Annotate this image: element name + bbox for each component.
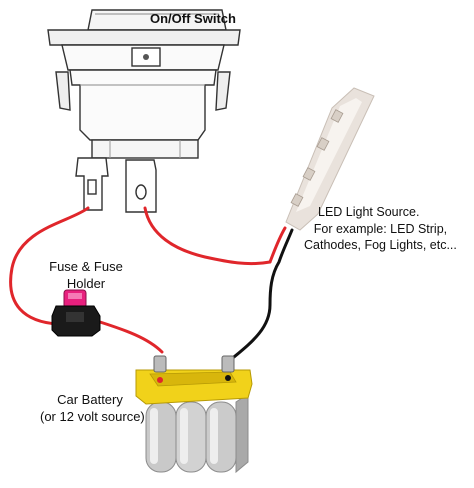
on-off-switch xyxy=(47,9,241,213)
car-battery xyxy=(135,355,253,474)
led-chip xyxy=(316,137,330,151)
battery-terminal-negative xyxy=(221,355,235,373)
fuse-holder xyxy=(51,289,101,337)
led-strip xyxy=(285,87,375,231)
led-desc-line2: Cathodes, Fog Lights, etc... xyxy=(304,238,457,252)
fuse-title: Fuse & Fuse Holder xyxy=(38,258,134,292)
red-wire-switch-to-fuse xyxy=(9,206,90,326)
battery-label: Car Battery (or 12 volt source) xyxy=(40,391,145,425)
led-chip xyxy=(302,167,316,181)
battery-terminal-positive xyxy=(153,355,167,373)
led-chip xyxy=(330,109,344,123)
led-desc-line1: For example: LED Strip, xyxy=(313,222,448,236)
red-wire-fuse-to-battery xyxy=(98,320,164,354)
red-wire-switch-to-led xyxy=(143,206,272,266)
black-wire-battery-to-led xyxy=(226,228,294,364)
fuse-title-line2: Holder xyxy=(66,276,106,291)
wires xyxy=(9,206,294,364)
fuse-title-line1: Fuse & Fuse xyxy=(49,259,123,274)
battery-title: Car Battery xyxy=(57,392,123,407)
battery-subtitle: (or 12 volt source) xyxy=(40,409,145,424)
switch-bezel xyxy=(47,29,241,46)
switch-title: On/Off Switch xyxy=(150,11,236,26)
led-title: LED Light Source. xyxy=(318,205,420,219)
led-chip xyxy=(290,193,304,207)
switch-body xyxy=(69,69,217,141)
led-description: For example: LED Strip, Cathodes, Fog Li… xyxy=(304,221,457,253)
